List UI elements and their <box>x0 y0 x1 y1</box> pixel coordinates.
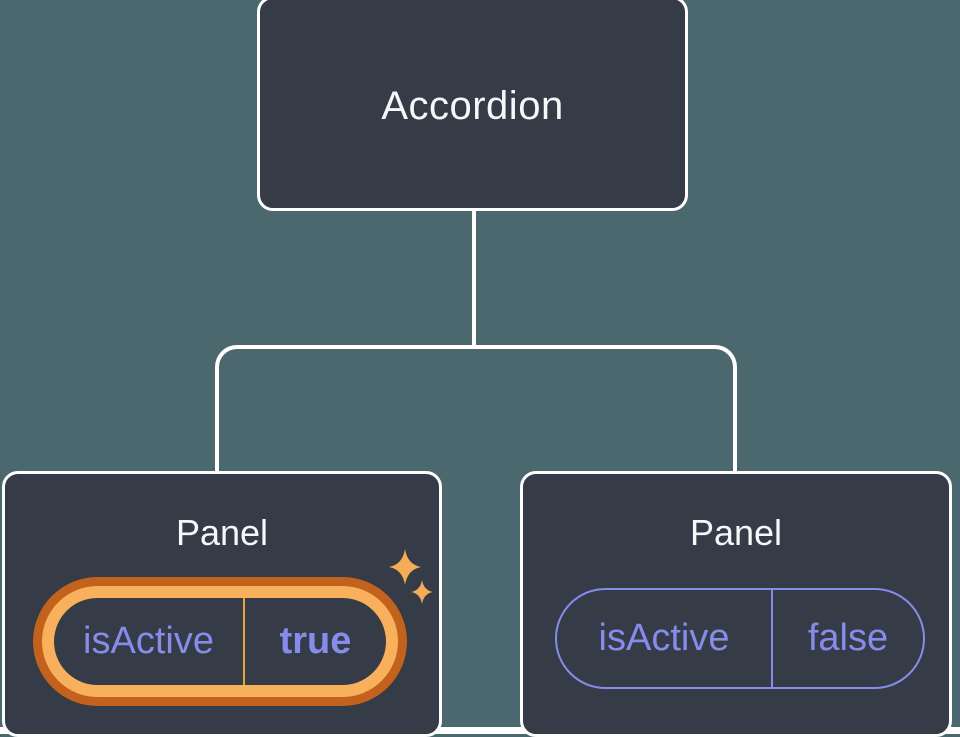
state-value-label: false <box>807 617 889 659</box>
panel-title: Panel <box>175 512 269 553</box>
state-value-label: true <box>279 620 352 662</box>
state-key-label: isActive <box>598 617 730 659</box>
state-pill-inactive: isActive false <box>555 588 925 689</box>
connector-trunk-line <box>472 209 476 347</box>
pill-divider <box>771 590 773 687</box>
panel-title: Panel <box>689 512 783 553</box>
accordion-node: Accordion <box>257 0 688 211</box>
sparkles-icon <box>389 549 433 604</box>
state-key-label: isActive <box>83 620 214 662</box>
bottom-edge-strip <box>0 727 960 734</box>
state-pill-active: isActive true <box>42 586 398 697</box>
pill-divider <box>243 598 245 685</box>
accordion-node-label: Accordion <box>381 84 564 128</box>
connector-branch-lines <box>215 345 737 471</box>
